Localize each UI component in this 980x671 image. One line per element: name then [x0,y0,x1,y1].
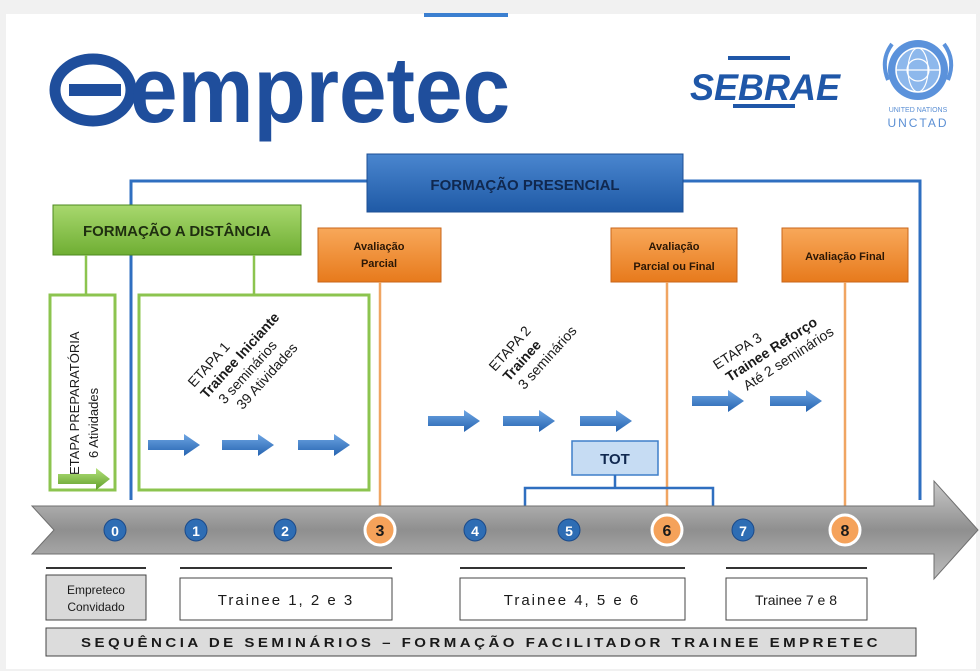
timeline-marker-3 [363,513,397,547]
avaliacao-parcial-line1: Avaliação [354,241,405,253]
top-accent-bar [424,13,508,17]
tot-bracket [523,475,715,518]
sebrae-logo: SEBRAE [690,56,841,108]
formacao-distancia-label: FORMAÇÃO A DISTÂNCIA [83,222,271,240]
formacao-distancia-box [52,204,302,256]
timeline-marker-0 [103,518,127,542]
group-123-label: Trainee 1, 2 e 3 [218,592,355,609]
timeline-number-6: 6 [663,523,672,540]
timeline-number-0: 0 [111,523,119,539]
timeline-number-2: 2 [281,523,289,539]
arrow-4 [428,410,480,432]
arrow-8 [770,390,822,412]
footer-label: SEQUÊNCIA DE SEMINÁRIOS – FORMAÇÃO FACIL… [81,635,881,650]
timeline-marker-8 [828,513,862,547]
avaliacao-parcial-final-line2: Parcial ou Final [633,261,714,273]
avaliacao-parcial-box [317,227,442,283]
group-78-box [725,577,868,621]
group-convidado-line2: Convidado [67,600,125,614]
etapa-preparatoria-title: ETAPA PREPARATÓRIA [67,331,82,475]
preparatoria-arrow [58,468,110,490]
timeline-marker-5 [557,518,581,542]
formacao-presencial-label: FORMAÇÃO PRESENCIAL [430,176,619,194]
avaliacao-final-box [781,227,909,283]
timeline-marker-6 [650,513,684,547]
avaliacao-final-label: Avaliação Final [805,251,885,263]
timeline-marker-7 [731,518,755,542]
arrow-3 [298,434,350,456]
timeline-number-3: 3 [376,523,385,540]
timeline-band [30,479,979,581]
group-78-label: Trainee 7 e 8 [755,592,837,608]
group-456-label: Trainee 4, 5 e 6 [504,592,641,609]
avaliacao-parcial-line2: Parcial [361,258,397,270]
arrow-7 [692,390,744,412]
etapa-preparatoria-atividades: 6 Atividades [86,387,101,458]
un-label-1: UNITED NATIONS [889,107,948,114]
group-convidado-box [45,574,147,621]
empretec-wordmark: empretec [130,37,510,142]
timeline-number-8: 8 [841,523,850,540]
arrow-6 [580,410,632,432]
formacao-presencial-box [366,153,684,213]
arrow-1 [148,434,200,456]
avaliacao-parcial-final-line1: Avaliação [649,241,700,253]
timeline-marker-2 [273,518,297,542]
etapa-preparatoria-box [48,293,117,492]
avaliacao-parcial-final-box [610,227,738,283]
timeline-marker-1 [184,518,208,542]
timeline-number-4: 4 [471,523,479,539]
timeline-circles: 0 1 2 3 4 5 6 7 8 [103,513,862,547]
timeline-number-1: 1 [192,523,200,539]
un-emblem: UNITED NATIONS UNCTAD [882,40,954,130]
timeline-number-7: 7 [739,523,747,539]
progress-arrows [148,390,822,456]
arrow-5 [503,410,555,432]
arrow-2 [222,434,274,456]
empretec-logo: empretec [49,37,510,142]
footer-banner [45,627,917,657]
un-label-2: UNCTAD [887,116,948,130]
group-123-box [179,577,393,621]
timeline-number-5: 5 [565,523,573,539]
group-456-box [459,577,686,621]
tot-label: TOT [600,451,630,468]
etapa-1-box [137,293,371,492]
sebrae-wordmark: SEBRAE [690,67,841,108]
group-convidado-line1: Empreteco [67,583,125,597]
timeline-marker-4 [463,518,487,542]
